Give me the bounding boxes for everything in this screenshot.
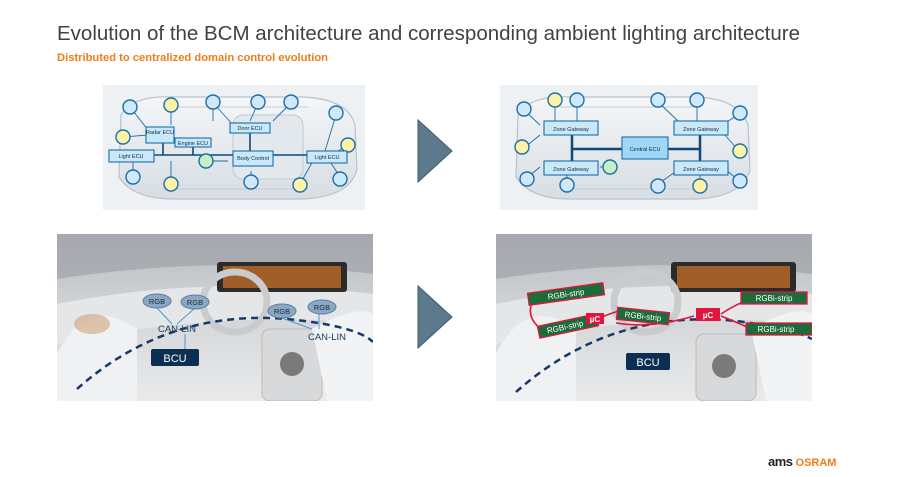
microcontroller-box <box>696 308 720 321</box>
zone-gateway-br-label: Zone Gateway <box>683 167 719 173</box>
rgb-node <box>307 299 337 315</box>
sensor-node <box>732 173 748 189</box>
evolution-arrow-top <box>417 118 453 184</box>
windshield <box>496 234 812 279</box>
door-panel <box>57 316 137 401</box>
zone-gateway-tl-label: Zone Gateway <box>553 127 589 133</box>
door-panel <box>496 316 576 401</box>
sensor-node <box>689 92 705 108</box>
radar-ecu-label: Radar ECU <box>146 130 174 136</box>
light-ecu-left-box <box>108 149 155 163</box>
rgb-label: RGB <box>274 307 290 316</box>
sensor-node <box>292 177 308 193</box>
rgb-node <box>142 293 172 309</box>
sensor-node <box>519 171 535 187</box>
centralized-architecture-diagram: Zone Gateway Zone Gateway Zone Gateway Z… <box>500 85 758 210</box>
evolution-arrow-bottom <box>417 284 453 350</box>
zone-gateway-br-box <box>673 160 729 176</box>
bcu-label: BCU <box>636 357 659 369</box>
sensor-node <box>250 94 266 110</box>
rgbi-strip-label: RGBi-strip <box>758 325 795 334</box>
bcu-box <box>626 353 670 370</box>
sensor-node <box>732 143 748 159</box>
sensor-node <box>283 94 299 110</box>
sensor-node <box>559 177 575 193</box>
central-ecu-label: Central ECU <box>630 147 661 153</box>
sensor-node <box>732 105 748 121</box>
microcontroller-label: µC <box>703 311 714 320</box>
engine-ecu-box <box>174 137 212 148</box>
windshield <box>57 234 373 279</box>
slide-subtitle: Distributed to centralized domain contro… <box>57 52 329 64</box>
engine-ecu-label: Engine ECU <box>178 141 208 147</box>
bcu-label: BCU <box>163 353 186 365</box>
door-ecu-label: Door ECU <box>237 126 262 132</box>
rgbi-strip-label: RGBi-strip <box>756 294 793 303</box>
rgbi-strip-label: RGBi-strip <box>624 310 662 323</box>
sensor-node <box>602 159 618 175</box>
osram-logo-text: OSRAM <box>795 457 837 469</box>
red-wire <box>615 315 695 326</box>
sensor-node <box>205 94 221 110</box>
sensor-node <box>692 178 708 194</box>
rgb-node <box>180 294 210 310</box>
sensor-node <box>516 101 532 117</box>
sensor-node <box>122 99 138 115</box>
rgb-label: RGB <box>149 297 165 306</box>
rgbi-strip <box>526 282 606 306</box>
sensor-node <box>328 105 344 121</box>
ams-logo-text: ams <box>768 454 793 469</box>
zone-gateway-tr-label: Zone Gateway <box>683 127 719 133</box>
sensor-node <box>547 92 563 108</box>
sensor-node <box>163 176 179 192</box>
sensor-node <box>125 169 141 185</box>
light-ecu-right-box <box>306 150 348 164</box>
rgbi-strip <box>615 306 671 326</box>
sensor-node <box>198 153 214 169</box>
distributed-architecture-diagram: Radar ECU Engine ECU Door ECU Body Contr… <box>103 85 365 210</box>
sensor-node <box>115 129 131 145</box>
light-ecu-left-label: Light ECU <box>118 154 143 160</box>
microcontroller-box <box>586 313 604 324</box>
body-control-label: Body Control <box>237 156 269 162</box>
centralized-lighting-interior: RGBi-strip RGBi-strip RGBi-strip RGBi-st… <box>496 234 812 401</box>
zone-gateway-bl-label: Zone Gateway <box>553 167 589 173</box>
body-control-box <box>232 150 274 167</box>
bcu-box <box>151 349 199 366</box>
can-lin-label: CAN-LIN <box>158 324 196 335</box>
rgb-label: RGB <box>314 303 330 312</box>
console-knob <box>712 354 736 378</box>
radar-ecu-box <box>145 126 175 144</box>
console-knob <box>280 352 304 376</box>
zone-gateway-tl-box <box>543 120 599 136</box>
zone-gateway-tr-box <box>673 120 729 136</box>
rgb-node <box>267 303 297 319</box>
sensor-node <box>650 92 666 108</box>
door-ecu-box <box>229 122 271 134</box>
rgb-label: RGB <box>187 298 203 307</box>
light-ecu-right-label: Light ECU <box>314 155 339 161</box>
sensor-node <box>650 178 666 194</box>
central-ecu-box <box>621 136 669 160</box>
sensor-node <box>340 137 356 153</box>
sensor-node <box>514 139 530 155</box>
microcontroller-label: µC <box>590 315 601 324</box>
sensor-node <box>332 171 348 187</box>
slide-title: Evolution of the BCM architecture and co… <box>57 22 800 45</box>
steering-wheel <box>610 268 682 336</box>
bus-dashed-line <box>76 316 373 390</box>
sensor-node <box>569 92 585 108</box>
rgbi-strip <box>745 322 812 336</box>
can-lin-label: CAN-LIN <box>308 332 346 343</box>
sensor-node <box>163 97 179 113</box>
zone-gateway-bl-box <box>543 160 599 176</box>
rgbi-strip <box>740 291 808 305</box>
sensor-node <box>243 174 259 190</box>
distributed-lighting-interior: RGB RGB RGB RGB CAN-LIN CAN-LIN BCU <box>57 234 373 401</box>
